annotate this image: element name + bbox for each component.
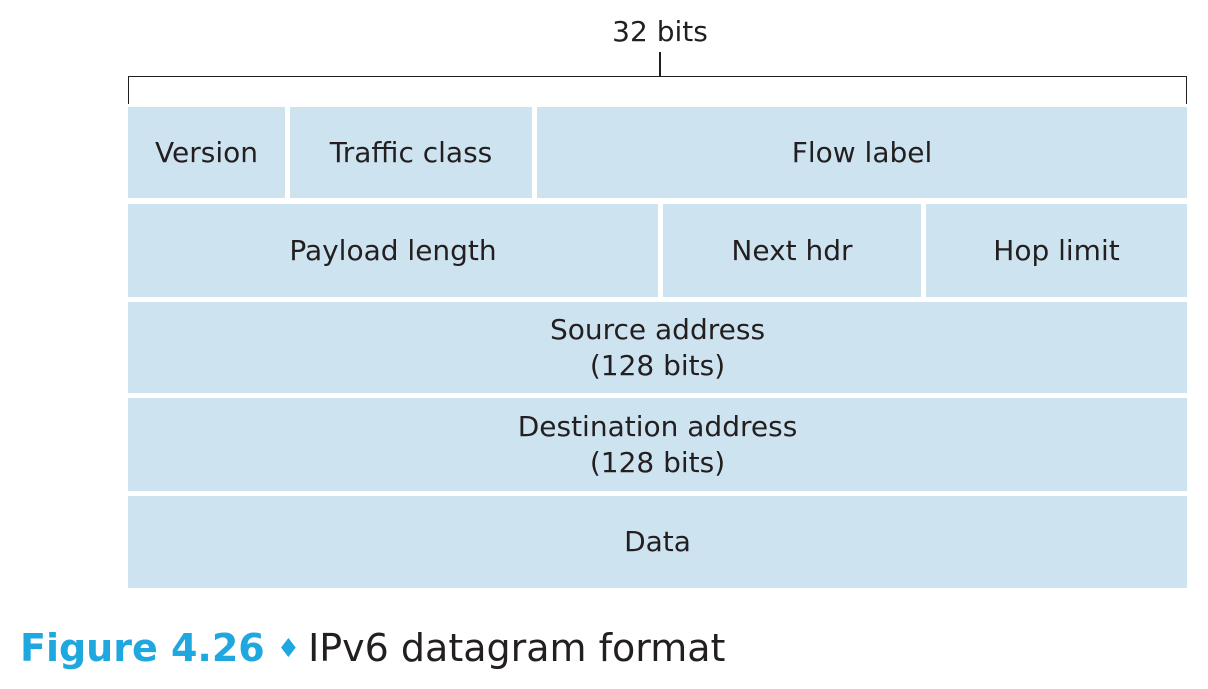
field-payload-length: Payload length — [128, 204, 658, 297]
figure-caption: Figure 4.26 ♦IPv6 datagram format — [20, 624, 725, 673]
width-label: 32 bits — [612, 15, 708, 48]
field-version-label: Version — [155, 135, 258, 169]
field-next-hdr: Next hdr — [663, 204, 921, 297]
field-flow-label-label: Flow label — [791, 135, 933, 169]
figure-title: IPv6 datagram format — [308, 626, 726, 670]
field-traffic-class: Traffic class — [290, 107, 532, 198]
field-next-hdr-label: Next hdr — [731, 233, 853, 267]
field-version: Version — [128, 107, 285, 198]
field-destination-address-label: Destination address — [517, 409, 798, 443]
field-source-address: Source address (128 bits) — [128, 302, 1187, 393]
width-bracket — [128, 76, 1187, 104]
field-destination-address-size: (128 bits) — [589, 445, 726, 479]
field-destination-address: Destination address (128 bits) — [128, 398, 1187, 491]
field-payload-length-label: Payload length — [289, 233, 497, 267]
field-flow-label: Flow label — [537, 107, 1187, 198]
figure-number: Figure 4.26 — [20, 626, 265, 670]
field-data: Data — [128, 496, 1187, 588]
field-source-address-size: (128 bits) — [589, 348, 726, 382]
field-data-label: Data — [624, 525, 691, 558]
field-hop-limit-label: Hop limit — [993, 233, 1120, 267]
field-hop-limit: Hop limit — [926, 204, 1187, 297]
field-traffic-class-label: Traffic class — [329, 135, 493, 169]
field-source-address-label: Source address — [549, 312, 766, 346]
bracket-tick — [659, 52, 661, 76]
diamond-icon: ♦ — [276, 634, 301, 664]
